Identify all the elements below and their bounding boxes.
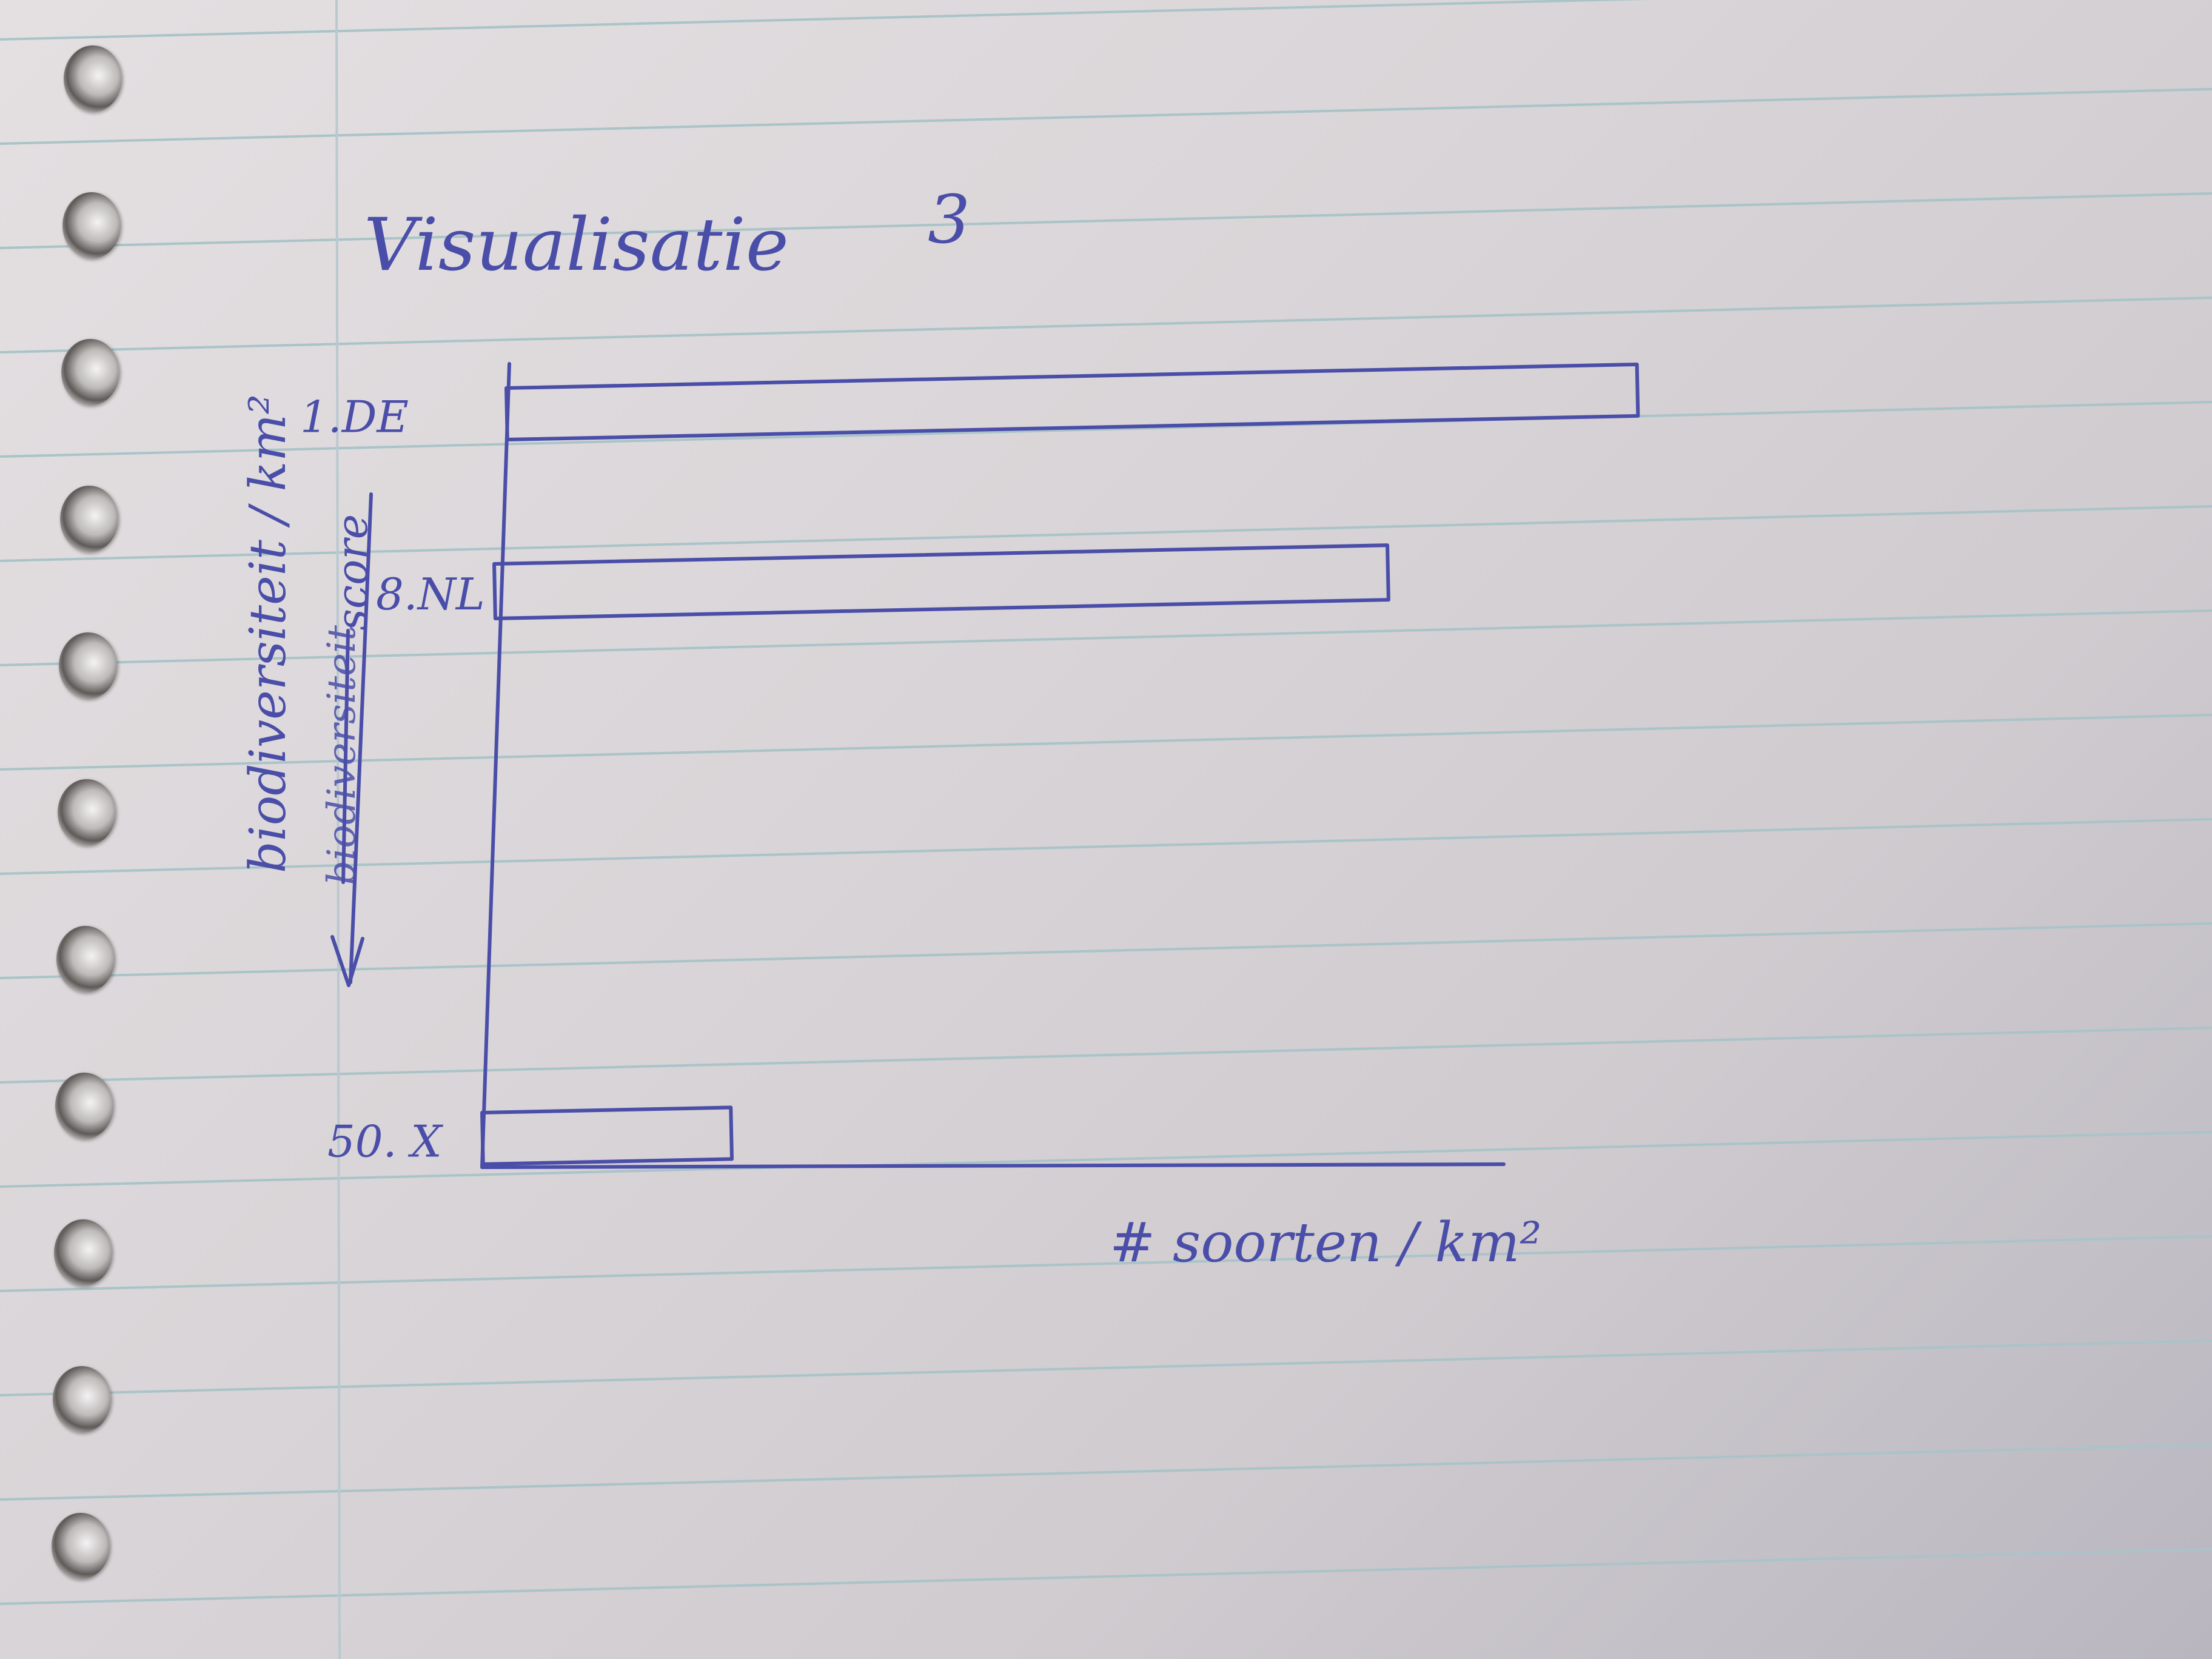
bars-group [480,362,1640,1166]
ruled-line [0,192,2212,249]
binder-hole [56,926,115,993]
ruled-line [0,714,2212,771]
binder-hole [59,632,117,699]
binder-hole [53,1366,111,1433]
margin-line [335,0,341,1659]
category-labels: 1.DE 8.NL 50. X [300,392,485,1167]
down-arrow-icon [330,935,364,987]
category-label: 50. X [327,1116,443,1167]
binder-hole [62,192,121,259]
ruled-line [0,88,2212,145]
bar-chart: 1.DE 8.NL 50. X # soorten / km² biodiversi… [240,362,1640,1275]
category-label: 1.DE [300,392,409,443]
ruled-line [0,922,2212,979]
category-label: 8.NL [376,569,485,620]
x-axis-line [480,1162,1506,1169]
bar-1 [504,362,1640,441]
page-title: Visualisatie [364,203,789,287]
ruled-line [0,609,2212,666]
binder-hole [52,1513,110,1580]
ruled-line [0,1131,2212,1188]
binder-hole [54,1219,112,1286]
ruled-line [0,401,2212,458]
bar-3 [480,1105,734,1166]
binder-hole [58,779,116,846]
ruled-line [0,1444,2212,1501]
binder-hole [55,1073,113,1139]
binder-hole [64,45,122,112]
ruled-line [0,297,2212,354]
ruled-line [0,818,2212,875]
ruled-line [0,1027,2212,1084]
score-underline [349,492,373,984]
page-title-number: 3 [928,181,970,258]
ruled-line [0,1235,2212,1292]
binder-hole [60,486,118,552]
y-axis-line [480,362,511,1169]
ruled-line [0,0,1647,41]
ruled-line [0,1548,2212,1605]
x-axis-label: # soorten / km² [1110,1211,1542,1275]
bar-2 [492,543,1390,620]
ruled-lines [0,0,2212,1605]
ruled-line [0,1339,2212,1396]
strike-through-line [341,629,350,884]
binder-hole [61,339,119,406]
y-axis-label: biodiversiteit / km² [240,394,297,873]
